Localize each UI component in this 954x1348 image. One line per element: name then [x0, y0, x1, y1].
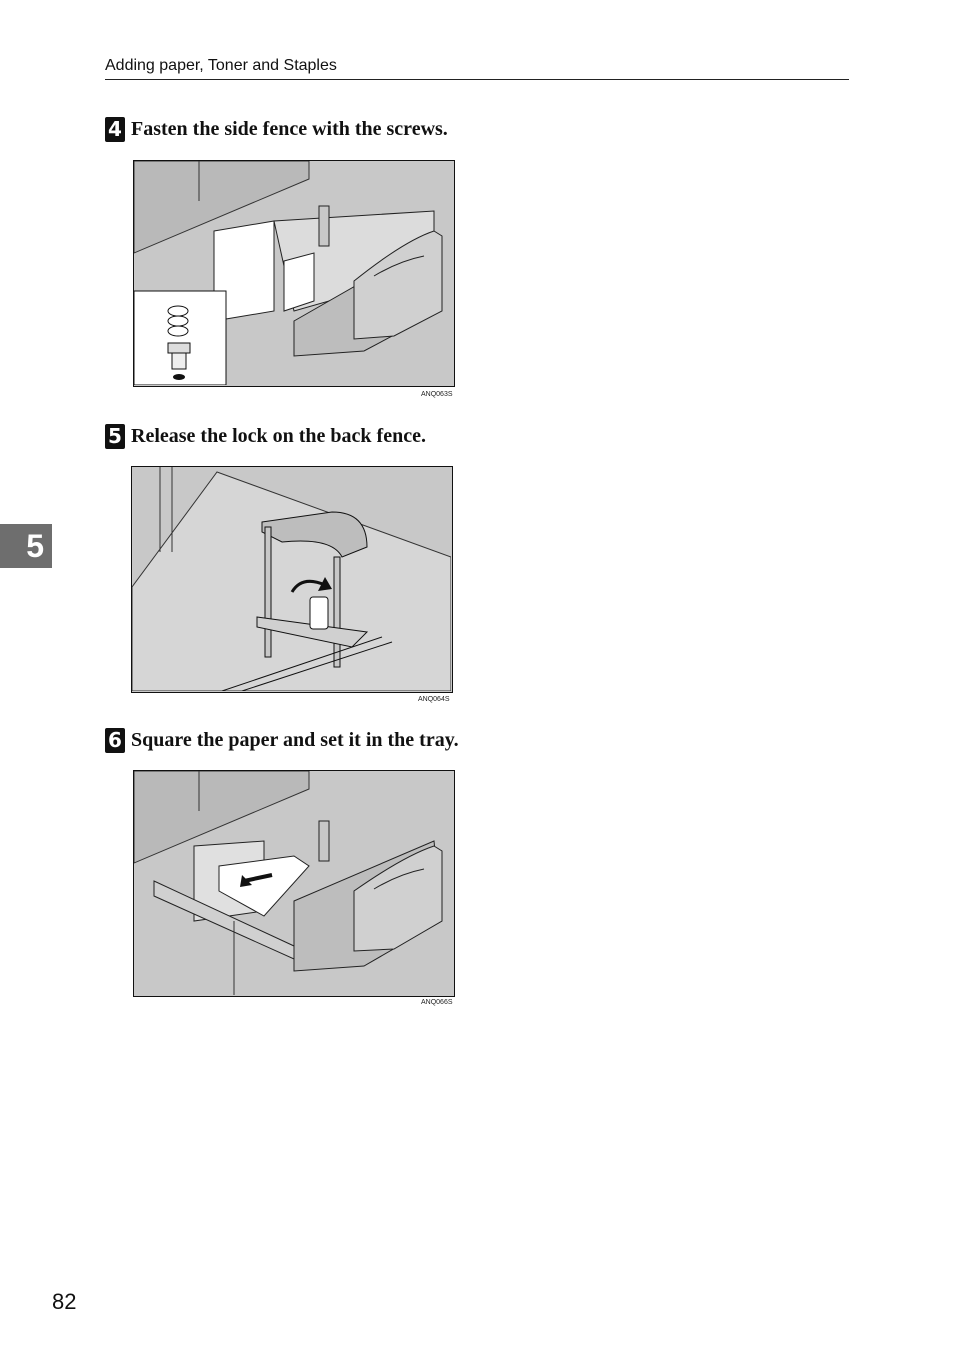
figure-code: ANQ064S [418, 696, 450, 703]
step-number-badge: 5 [105, 424, 125, 449]
figure-code: ANQ063S [421, 391, 453, 398]
tray-screw-illustration [133, 160, 455, 387]
step-instruction: Fasten the side fence with the screws. [131, 118, 448, 140]
step-number-badge: 4 [105, 117, 125, 142]
figure-code: ANQ066S [421, 999, 453, 1006]
step-6: 6 Square the paper and set it in the tra… [105, 728, 459, 753]
paper-loading-illustration [133, 770, 455, 997]
step-5: 5 Release the lock on the back fence. [105, 424, 426, 449]
step-number-badge: 6 [105, 728, 125, 753]
step-instruction: Release the lock on the back fence. [131, 425, 426, 447]
chapter-tab: 5 [0, 524, 52, 568]
page-number: 82 [52, 1289, 77, 1314]
step-4: 4 Fasten the side fence with the screws. [105, 117, 448, 142]
back-fence-lock-illustration [131, 466, 453, 693]
step-instruction: Square the paper and set it in the tray. [131, 729, 459, 751]
header-divider [105, 79, 849, 80]
running-header: Adding paper, Toner and Staples [105, 57, 337, 74]
